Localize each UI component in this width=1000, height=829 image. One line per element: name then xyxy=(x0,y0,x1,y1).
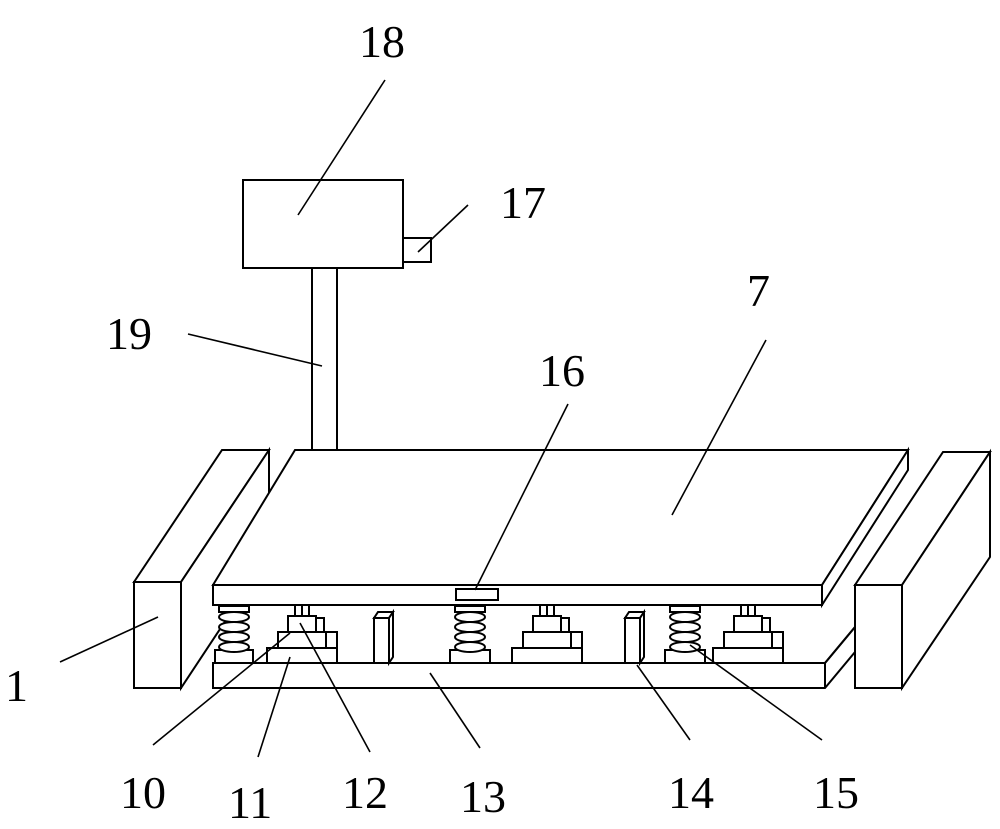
label-10: 10 xyxy=(120,767,166,818)
spring-middle xyxy=(449,605,491,664)
limit-post-1 xyxy=(372,608,395,667)
camera-box xyxy=(242,179,404,269)
label-18: 18 xyxy=(359,16,405,67)
label-1: 1 xyxy=(5,660,28,711)
top-platform xyxy=(211,446,910,609)
right-end-block xyxy=(853,448,992,692)
label-15: 15 xyxy=(813,767,859,818)
label-13: 13 xyxy=(460,771,506,822)
limit-post-2 xyxy=(623,608,646,667)
small-sensor xyxy=(402,237,432,263)
label-12: 12 xyxy=(342,767,388,818)
spring-right xyxy=(664,605,706,664)
front-indicator xyxy=(455,588,499,601)
label-19: 19 xyxy=(106,308,152,359)
load-cell-1 xyxy=(266,604,338,664)
base-plate xyxy=(212,624,856,689)
leader-lines xyxy=(59,79,823,758)
label-14: 14 xyxy=(668,767,714,818)
label-11: 11 xyxy=(228,777,272,828)
label-16: 16 xyxy=(539,345,585,396)
label-17: 17 xyxy=(500,177,546,228)
spring-left xyxy=(214,605,254,664)
load-cell-3 xyxy=(712,604,784,664)
label-7: 7 xyxy=(747,265,770,316)
support-post xyxy=(311,267,338,451)
load-cell-2 xyxy=(511,604,583,664)
reference-labels: 1 7 10 11 12 13 14 15 16 17 18 19 xyxy=(5,16,859,828)
